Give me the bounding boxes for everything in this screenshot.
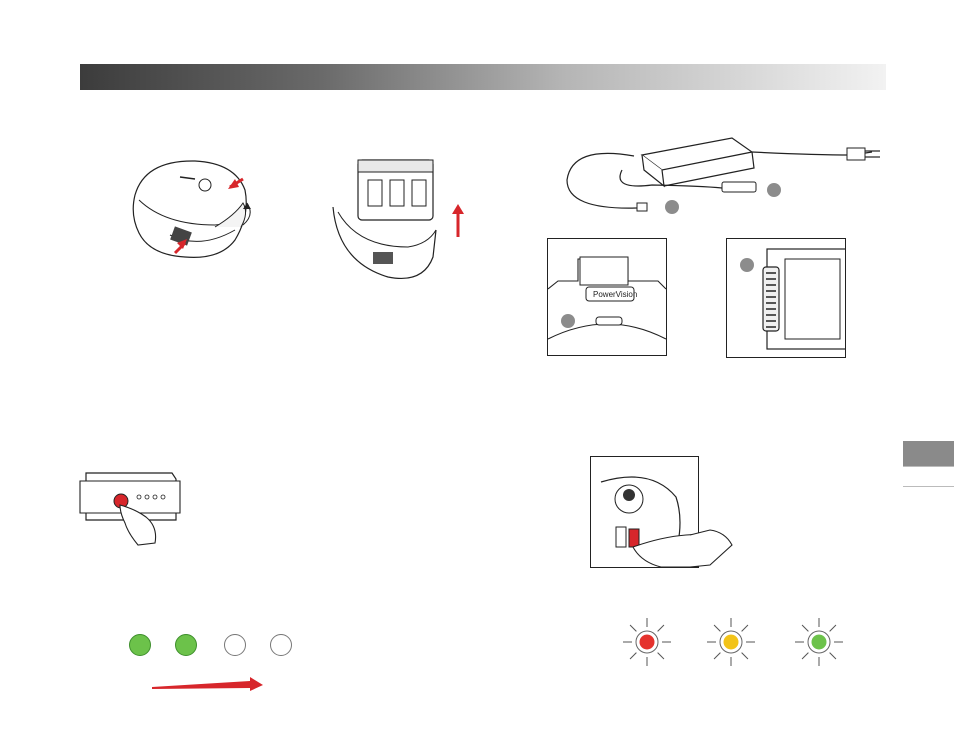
panel-label: PowerVision — [593, 290, 637, 299]
battery-connector-frame — [726, 238, 846, 358]
section-header-bar — [80, 64, 886, 90]
status-led — [701, 612, 761, 672]
direction-arrow — [150, 675, 265, 695]
chapter-tab-underline — [903, 466, 954, 487]
controller-port-frame: PowerVision — [547, 238, 667, 356]
controller-switch-frame — [590, 456, 699, 568]
battery-led-on — [129, 634, 151, 656]
pod-open-illustration — [125, 155, 275, 265]
charger-illustration — [562, 130, 907, 225]
battery-led-on — [175, 634, 197, 656]
battery-led-off — [270, 634, 292, 656]
battery-led-off — [224, 634, 246, 656]
chapter-tab — [903, 441, 954, 466]
status-led — [617, 612, 677, 672]
status-led — [789, 612, 849, 672]
battery-removal-illustration — [328, 152, 478, 287]
battery-power-button-illustration — [80, 465, 210, 550]
hand-extension — [690, 527, 735, 572]
